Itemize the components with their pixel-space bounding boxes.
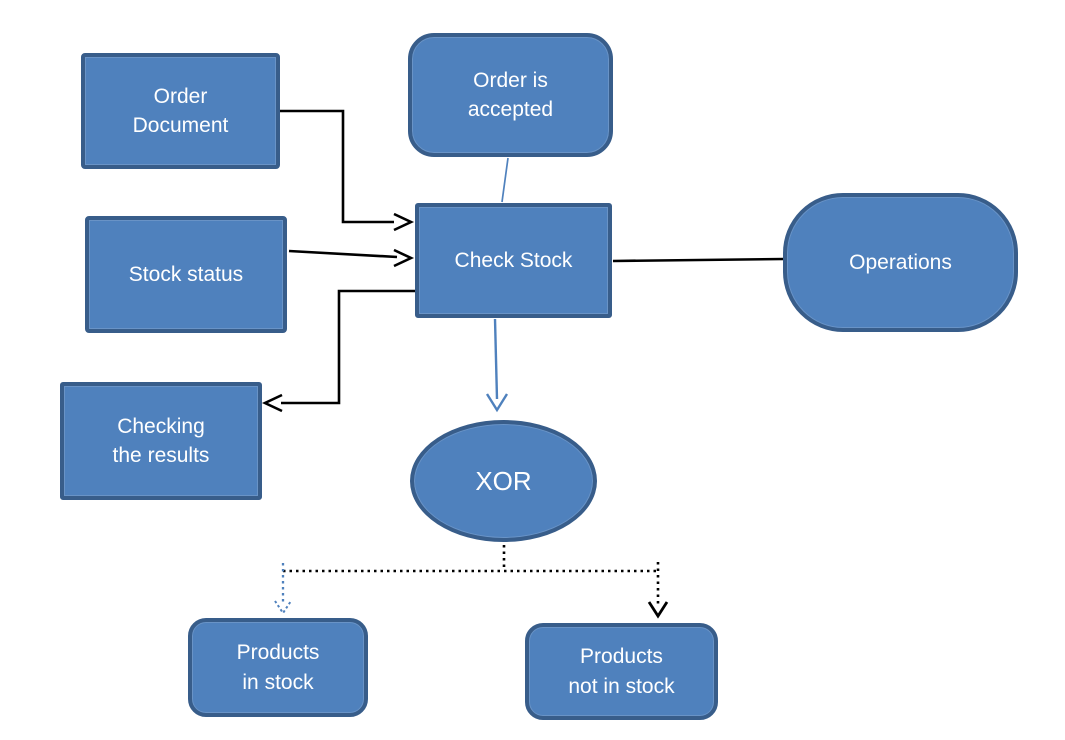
node-order-is-accepted[interactable]: Order is accepted bbox=[408, 33, 613, 157]
node-checking-the-results-label: Checking the results bbox=[112, 414, 210, 467]
edge-check-stock-to-checking-results bbox=[281, 289, 415, 405]
edge-stock-status-to-check-stock bbox=[288, 249, 398, 259]
node-stock-status[interactable]: Stock status bbox=[85, 216, 287, 333]
edge-check-stock-to-operations bbox=[612, 257, 785, 263]
node-check-stock[interactable]: Check Stock bbox=[415, 203, 612, 318]
node-products-not-in-stock[interactable]: Products not in stock bbox=[525, 623, 718, 720]
arrowhead-stock-status-to-check-stock bbox=[393, 248, 415, 268]
edge-check-stock-to-xor bbox=[493, 318, 499, 400]
arrowhead-check-stock-to-xor bbox=[485, 393, 509, 413]
arrowhead-xor-to-products-in-stock bbox=[274, 600, 292, 615]
arrowhead-order-document-to-check-stock bbox=[393, 212, 415, 232]
node-order-document[interactable]: Order Document bbox=[81, 53, 280, 169]
arrowhead-check-stock-to-checking-results bbox=[261, 393, 283, 413]
node-order-document-label: Order Document bbox=[132, 84, 229, 137]
node-products-in-stock[interactable]: Products in stock bbox=[188, 618, 368, 717]
node-xor-label: XOR bbox=[475, 465, 532, 496]
edge-order-accepted-to-check-stock bbox=[501, 157, 509, 203]
node-operations[interactable]: Operations bbox=[783, 193, 1018, 332]
node-order-is-accepted-label: Order is accepted bbox=[467, 68, 554, 121]
node-xor-connector[interactable]: XOR bbox=[410, 420, 597, 542]
edge-order-document-to-check-stock bbox=[280, 109, 394, 224]
node-checking-the-results[interactable]: Checking the results bbox=[60, 382, 262, 500]
node-check-stock-label: Check Stock bbox=[454, 248, 573, 272]
node-stock-status-label: Stock status bbox=[128, 262, 244, 286]
node-operations-label: Operations bbox=[849, 250, 952, 274]
node-products-in-stock-label: Products in stock bbox=[236, 641, 320, 694]
arrowhead-xor-to-products-not-in-stock bbox=[647, 601, 669, 619]
node-products-not-in-stock-label: Products not in stock bbox=[568, 645, 675, 698]
